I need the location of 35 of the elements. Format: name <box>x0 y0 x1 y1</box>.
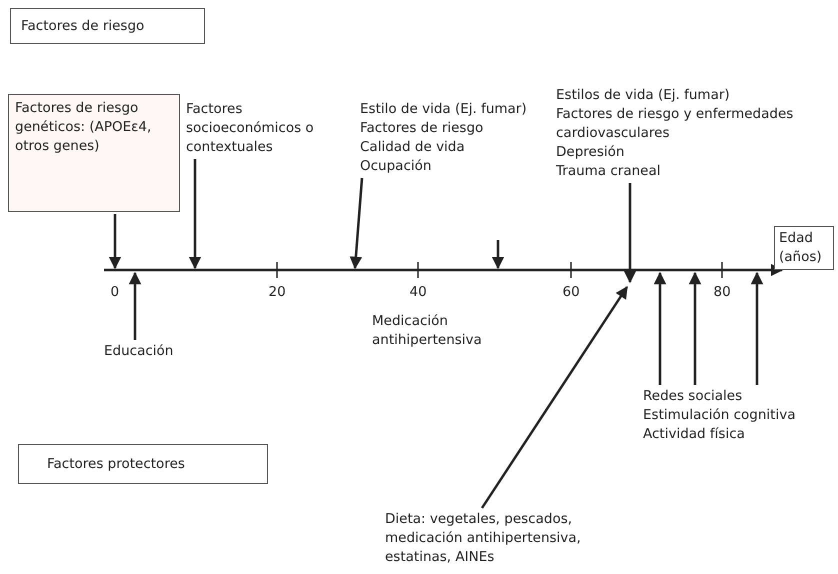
time-axis <box>104 264 784 276</box>
note-text: Medicación antihipertensiva <box>372 312 483 350</box>
arrow <box>128 272 142 340</box>
arrow <box>480 286 628 509</box>
risk-factor-text: Calidad de vida <box>360 138 466 157</box>
protective-factor-text: Estimulación cognitiva <box>643 406 796 425</box>
risk-factor-text: Estilos de vida (Ej. fumar) <box>556 86 731 105</box>
arrow <box>492 240 504 270</box>
tick-label: 80 <box>714 283 731 302</box>
tick-label: 0 <box>110 283 120 302</box>
arrow <box>350 178 364 270</box>
arrow <box>654 272 666 385</box>
protective-factor-text: Dieta: vegetales, pescados, medicación antihipertensiva, estatinas, AINEs <box>385 510 582 567</box>
protective-factor-text: Redes sociales <box>643 387 744 406</box>
risk-factor-text: Factores de riesgo y enfermedades cardiovasculares <box>556 105 794 143</box>
axis-title-box: Edad (años) <box>774 226 834 270</box>
arrow <box>624 183 636 284</box>
heading-box: Factores protectores <box>18 444 268 484</box>
tick-label: 60 <box>562 283 580 302</box>
protective-factor-text: Educación <box>104 342 174 361</box>
risk-factor-box: Factores de riesgo genéticos: (APOEε4, otros genes) <box>8 94 180 212</box>
protective-factor-text: Actividad física <box>643 425 746 444</box>
tick-label: 40 <box>410 283 427 302</box>
risk-factor-text: Depresión <box>556 143 626 162</box>
arrow <box>688 272 702 385</box>
risk-factor-text: Factores socioeconómicos o contextuales <box>186 100 315 157</box>
risk-factor-text: Factores de riesgo <box>360 119 484 138</box>
risk-factor-text: Trauma craneal <box>556 162 662 181</box>
risk-factor-text: Estilo de vida (Ej. fumar) <box>360 100 528 119</box>
heading-box: Factores de riesgo <box>10 8 205 44</box>
tick-label: 20 <box>268 283 286 302</box>
arrow <box>188 159 202 270</box>
risk-factor-text: Ocupación <box>360 157 432 176</box>
arrow <box>750 272 764 385</box>
arrow <box>108 214 122 270</box>
